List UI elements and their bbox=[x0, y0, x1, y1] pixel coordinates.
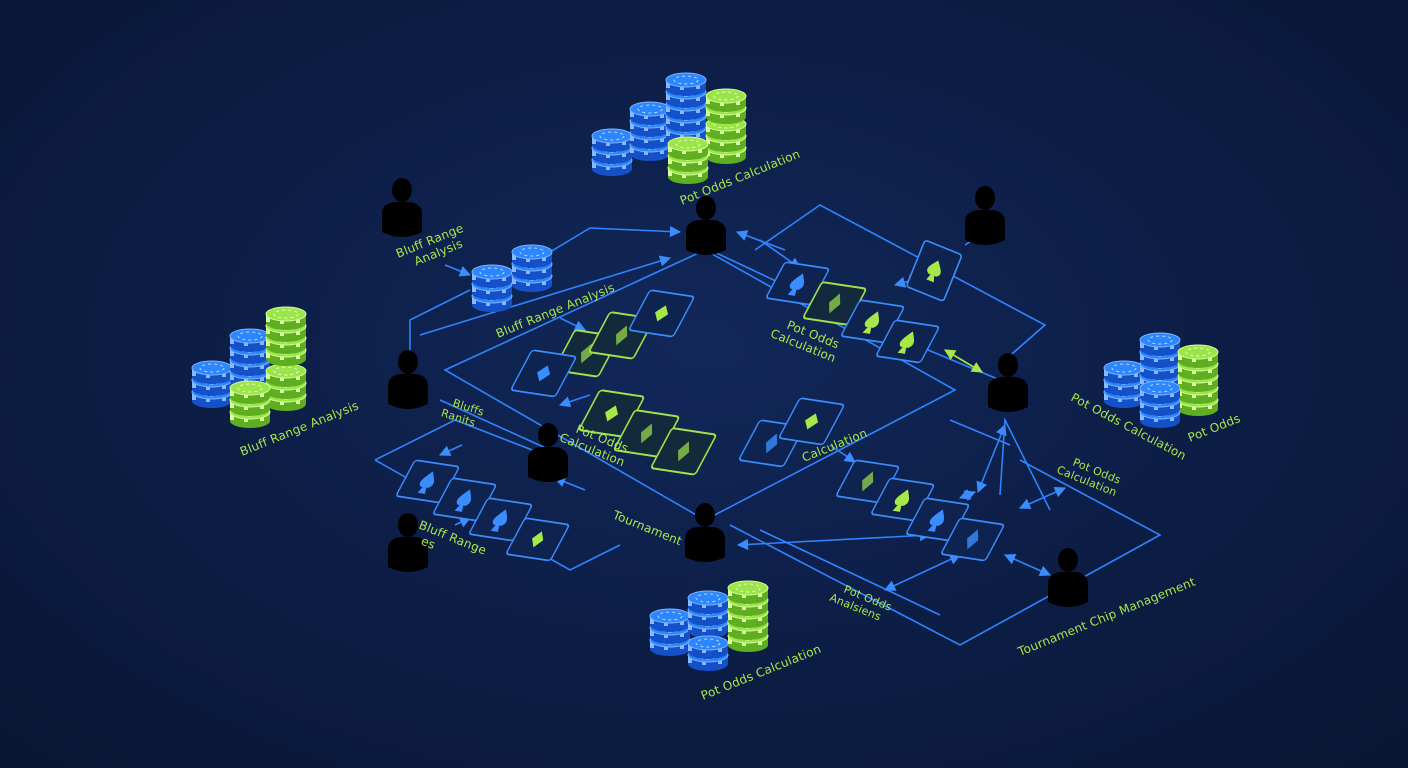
chip-stack-left bbox=[191, 306, 307, 429]
person-icon bbox=[965, 186, 1005, 245]
person-icon bbox=[382, 178, 422, 237]
person-icon bbox=[686, 196, 726, 255]
spade-icon bbox=[787, 273, 805, 296]
chip-stack-top bbox=[591, 72, 747, 185]
label-bluff-range-bottom-2: es bbox=[419, 534, 437, 552]
card-group-center bbox=[578, 389, 845, 476]
label-chips-right-b: Pot Odds bbox=[1186, 411, 1242, 445]
person-icon bbox=[388, 350, 428, 409]
card-group-left bbox=[396, 459, 570, 562]
card-group-right-bottom bbox=[836, 459, 1005, 562]
card-group-top bbox=[511, 289, 695, 398]
chip-stack-center bbox=[471, 244, 553, 313]
face-card-icon bbox=[581, 343, 593, 364]
person-icon bbox=[1048, 548, 1088, 607]
person-icon bbox=[988, 353, 1028, 412]
diamond-icon bbox=[655, 305, 669, 322]
label-tournament: Tournament bbox=[610, 507, 684, 548]
chip-stack-bottom bbox=[649, 580, 769, 672]
card-group-right-top bbox=[766, 240, 962, 364]
label-center-chips: Bluff Range Analysis bbox=[494, 280, 617, 340]
label-tournament-chip: Tournament Chip Management bbox=[1015, 575, 1198, 660]
